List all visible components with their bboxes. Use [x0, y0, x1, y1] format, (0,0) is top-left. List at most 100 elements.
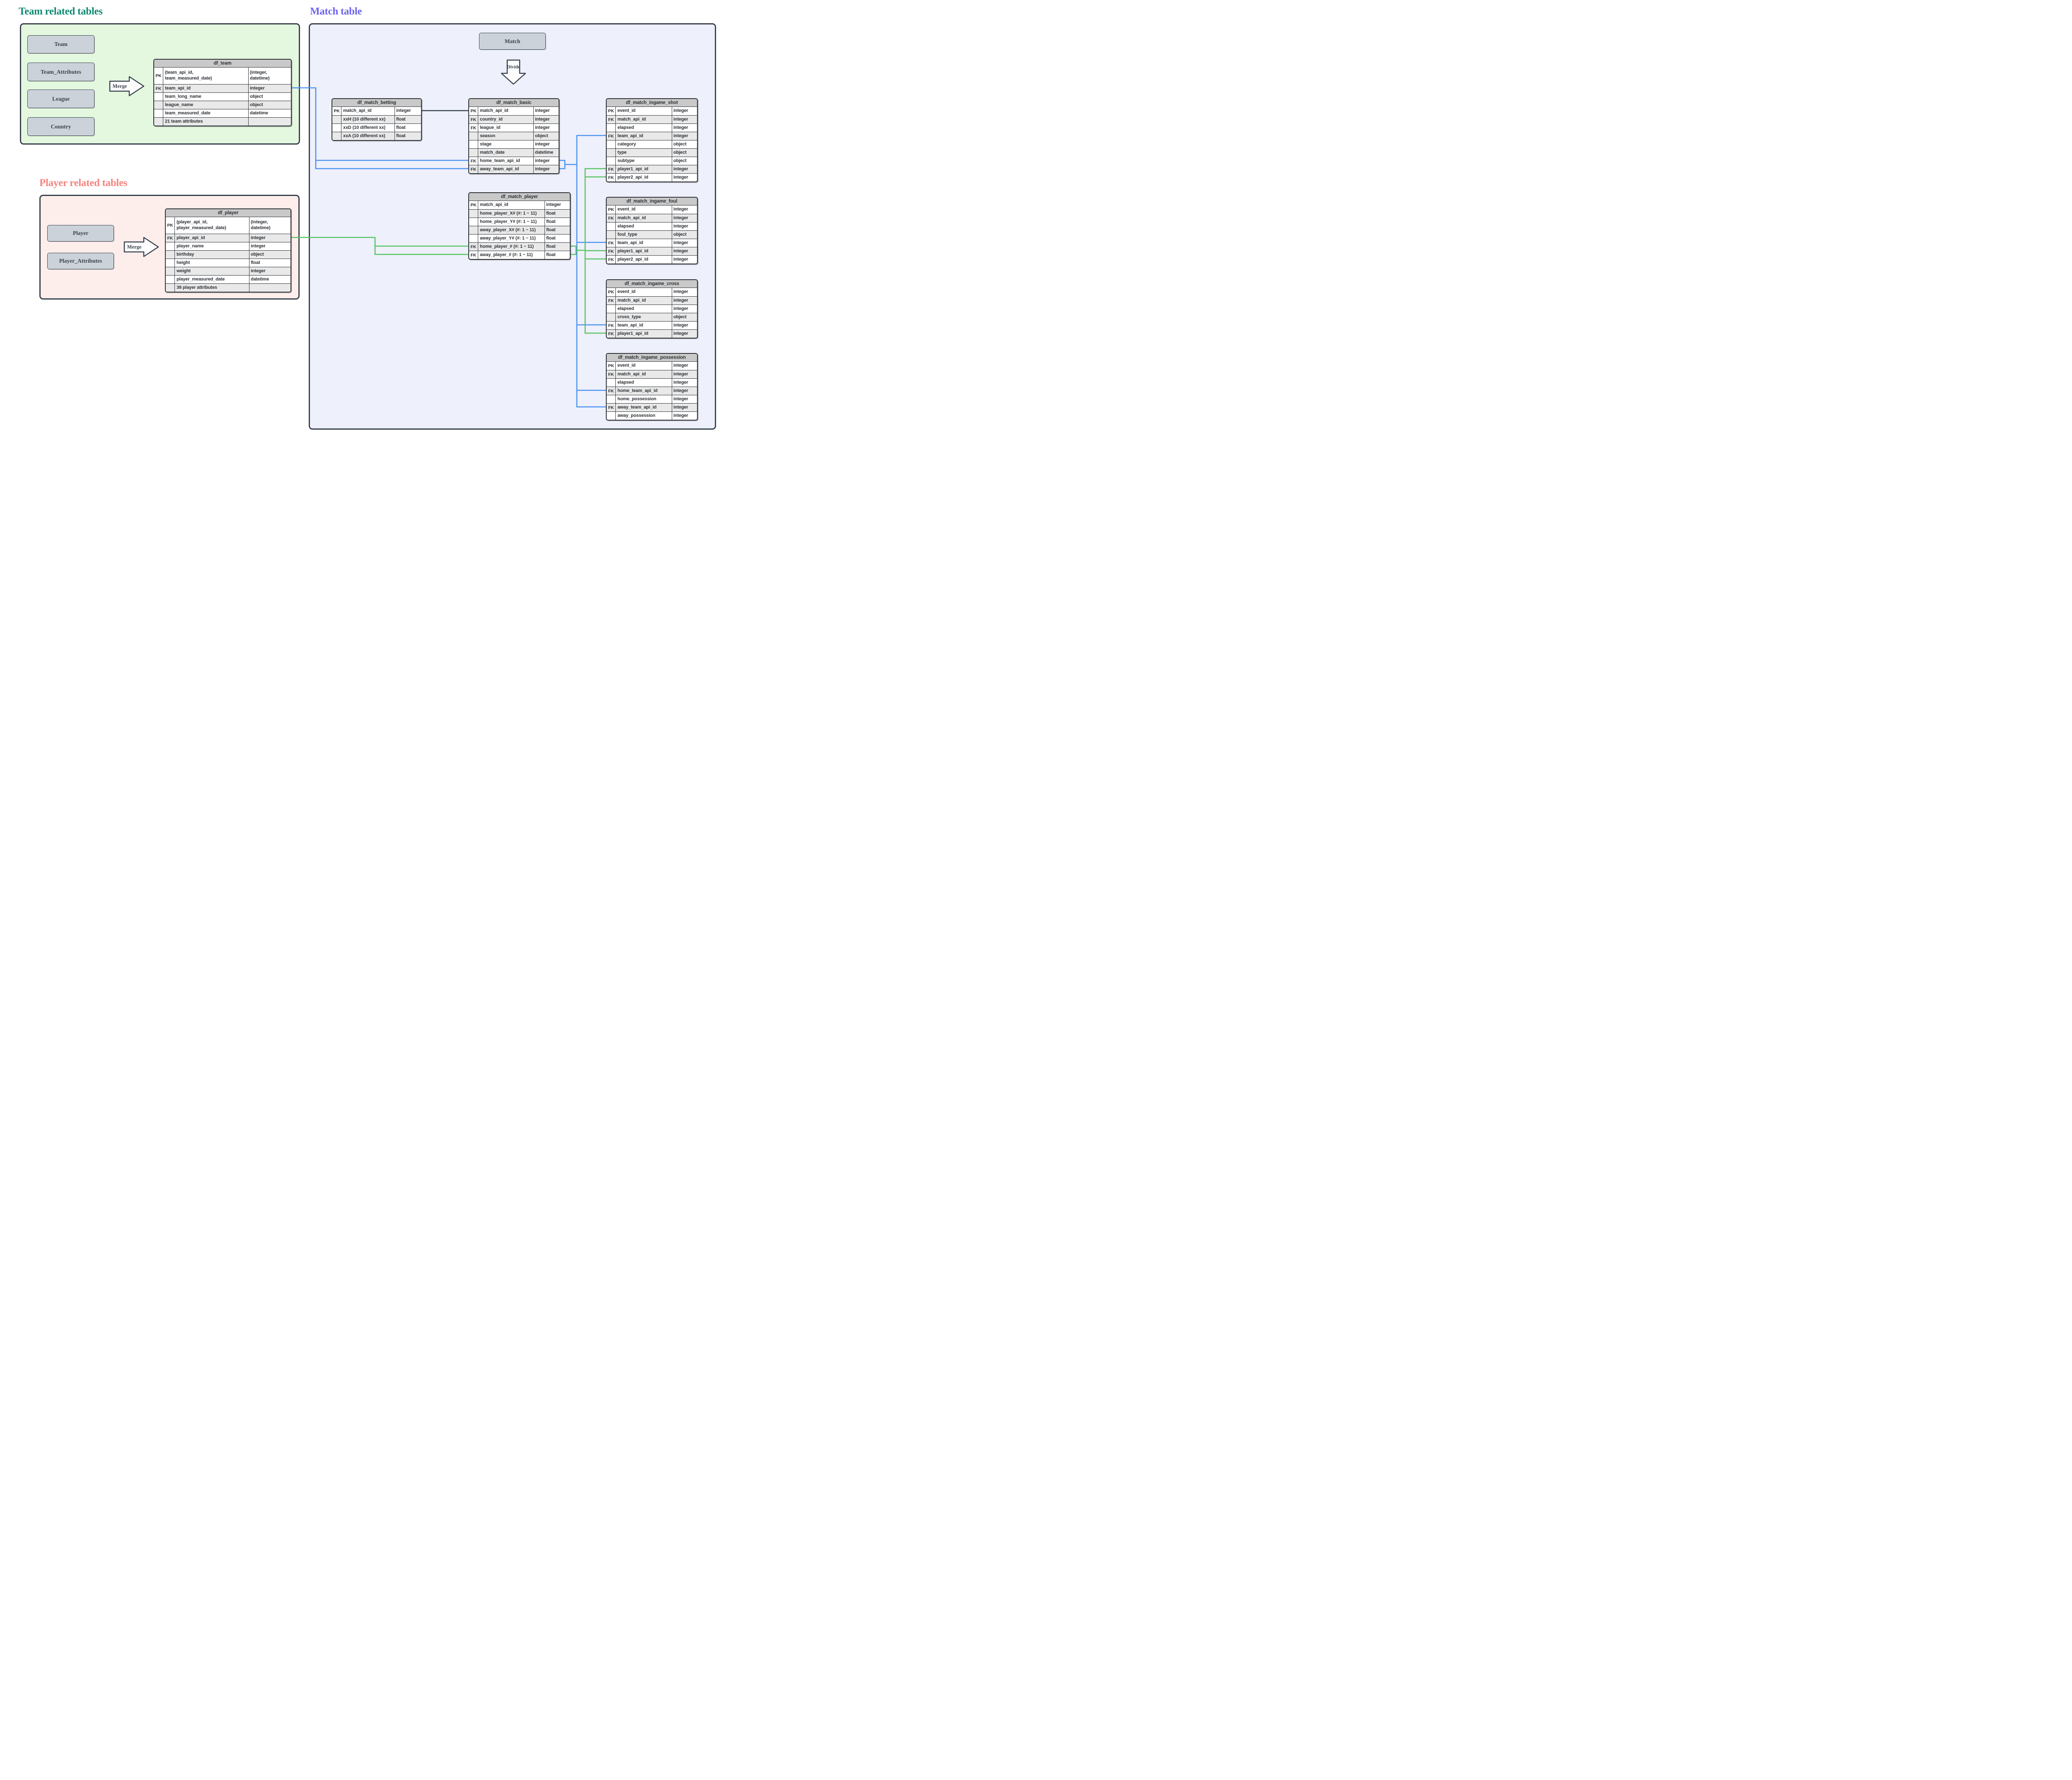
table-row: 38 player attributes — [166, 283, 290, 292]
field-type: object — [535, 133, 548, 138]
line-player-to-matchplayer — [291, 237, 468, 255]
field-name: team_api_id — [163, 85, 249, 92]
field-type: datetime — [251, 276, 269, 282]
row-key-badge: FK — [469, 243, 478, 251]
field-type: integer — [251, 243, 266, 249]
table-row: PK(player_api_id, player_measured_date)(… — [166, 217, 290, 234]
field-name: match_api_id — [478, 107, 534, 115]
field-type: integer — [673, 331, 688, 336]
field-name: away_possession — [616, 412, 672, 420]
row-key-badge — [166, 284, 175, 292]
field-type: (integer, datetime) — [250, 70, 270, 81]
field-name: event_id — [616, 206, 672, 214]
field-type: integer — [673, 166, 688, 172]
table-row: xxA (10 different xx)float — [332, 132, 421, 140]
row-key-badge: FK — [607, 174, 616, 181]
row-key-badge — [332, 124, 341, 132]
field-name: match_api_id — [616, 116, 672, 123]
field-name: event_id — [616, 288, 672, 296]
row-key-badge: PK — [607, 288, 616, 296]
field-type: float — [546, 227, 556, 232]
field-name: team_api_id — [616, 132, 672, 140]
row-key-badge — [154, 118, 163, 126]
field-name: height — [175, 259, 249, 267]
row-key-badge: FK — [166, 234, 175, 242]
field-name: category — [616, 140, 672, 148]
field-name: player1_api_id — [616, 330, 672, 338]
row-key-badge — [607, 231, 616, 239]
field-type: integer — [673, 404, 688, 410]
row-key-badge: FK — [469, 124, 478, 132]
row-key-badge — [607, 140, 616, 148]
field-name: cross_type — [616, 313, 672, 321]
field-name: event_id — [616, 362, 672, 370]
row-key-badge — [166, 276, 175, 283]
field-name: 21 team attributes — [163, 118, 249, 126]
field-name: weight — [175, 267, 249, 275]
field-name: player1_api_id — [616, 165, 672, 173]
field-name: player_name — [175, 242, 249, 250]
row-key-badge: FK — [607, 239, 616, 247]
row-key-badge — [607, 305, 616, 313]
er-diagram: Team related tables Match table Player r… — [0, 0, 729, 445]
field-type: float — [546, 244, 556, 249]
field-type — [249, 118, 291, 126]
field-name: player2_api_id — [616, 256, 672, 264]
field-name: (player_api_id, player_measured_date) — [175, 217, 249, 234]
field-name: elapsed — [616, 305, 672, 313]
field-type: integer — [673, 289, 688, 295]
row-key-badge: FK — [607, 387, 616, 395]
entity-box-team: Team — [27, 35, 94, 53]
field-type: float — [396, 125, 406, 130]
field-name: player_api_id — [175, 234, 249, 242]
field-name: foul_type — [616, 231, 672, 239]
field-type: integer — [673, 223, 688, 229]
field-type: object — [673, 150, 687, 155]
table-title: df_team — [154, 60, 291, 68]
row-key-badge — [607, 412, 616, 420]
relationship-lines — [291, 87, 606, 408]
table-row: xxH (10 different xx)float — [332, 115, 421, 123]
row-key-badge — [607, 149, 616, 157]
field-type: float — [396, 133, 406, 138]
table-row: PK(team_api_id, team_measured_date)(inte… — [154, 68, 291, 84]
row-key-badge: FK — [607, 247, 616, 255]
field-type: integer — [673, 125, 688, 130]
field-name: event_id — [616, 107, 672, 115]
down-arrow-icon — [501, 59, 526, 85]
field-name: league_name — [163, 101, 249, 109]
field-type: object — [250, 94, 263, 99]
divide-label: Divide — [507, 65, 520, 70]
field-name: season — [478, 132, 534, 140]
field-name: away_team_api_id — [616, 404, 672, 411]
match-section-title: Match table — [310, 6, 362, 17]
row-key-badge: FK — [154, 85, 163, 92]
entity-box-league: League — [27, 89, 94, 108]
field-type: object — [250, 102, 263, 107]
field-type: integer — [673, 306, 688, 311]
player-section-title: Player related tables — [39, 177, 128, 189]
field-type: object — [673, 314, 687, 319]
table-title: df_match_ingame_shot — [607, 99, 697, 107]
field-name: 38 player attributes — [175, 284, 249, 292]
